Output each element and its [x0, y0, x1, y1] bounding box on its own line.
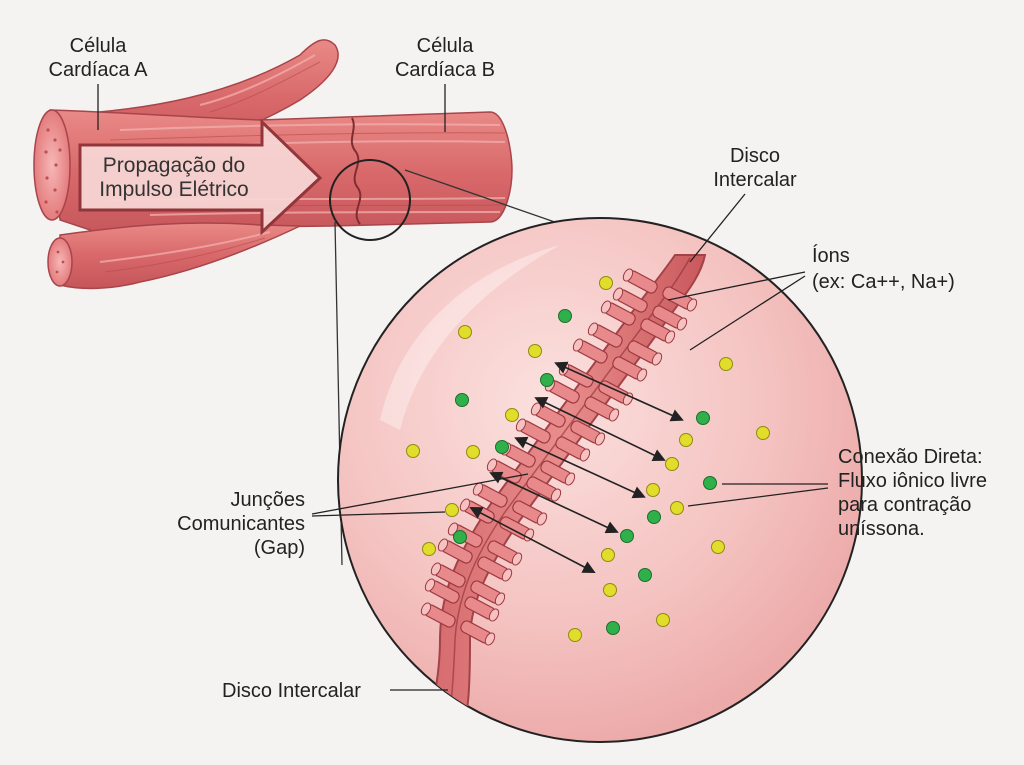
ion-dot-yellow [466, 445, 480, 459]
ion-dot-yellow [665, 457, 679, 471]
gap-junction-connexon [622, 268, 658, 294]
ion-flow-arrows [469, 361, 684, 573]
gap-junction-connexon [572, 338, 608, 364]
gap-junction-connexon [464, 596, 500, 622]
gap-junction-connexon [424, 578, 460, 604]
label-cell-b: Célula Cardíaca B [395, 35, 495, 132]
ion-dot-yellow [445, 503, 459, 517]
gap-junction-connexon [460, 620, 496, 646]
propagation-line-2: Impulso Elétrico [99, 178, 248, 201]
ion-dot-yellow [458, 325, 472, 339]
ion-dot-yellow [505, 408, 519, 422]
ion-dot-yellow [711, 540, 725, 554]
gap-junction-connexon [587, 322, 623, 348]
ion-dot-green [495, 440, 509, 454]
ion-dot-yellow [568, 628, 582, 642]
ions-line-1: Íons [812, 244, 850, 267]
ion-dot-yellow [406, 444, 420, 458]
gap-line-3: (Gap) [254, 537, 305, 559]
ion-dot-yellow [646, 483, 660, 497]
ion-dot-yellow [603, 583, 617, 597]
connection-line-1: Conexão Direta: [838, 446, 983, 468]
ions [406, 276, 770, 642]
ion-dot-green [696, 411, 710, 425]
ion-dot-green [638, 568, 652, 582]
ion-dot-yellow [756, 426, 770, 440]
disc-top-line-2: Intercalar [713, 169, 797, 191]
ion-dot-yellow [528, 344, 542, 358]
cell-b-line-2: Cardíaca B [395, 59, 495, 81]
gap-junction-connexon [430, 562, 466, 588]
ions-line-2: (ex: Ca++, Na+) [812, 271, 955, 293]
connection-line-2: Fluxo iônico livre [838, 470, 987, 492]
gap-junction-connexon [652, 305, 688, 331]
ion-dot-yellow [599, 276, 613, 290]
cell-a-line-2: Cardíaca A [49, 59, 149, 81]
gap-junction-connexon [470, 580, 506, 606]
gap-line-2: Comunicantes [177, 513, 305, 535]
gap-junction-connexon [640, 318, 676, 344]
ion-dot-yellow [670, 501, 684, 515]
connection-line-4: uníssona. [838, 518, 925, 540]
ion-dot-green [606, 621, 620, 635]
connection-line-3: para contração [838, 494, 971, 516]
zoom-circle [329, 159, 411, 241]
ion-dot-green [647, 510, 661, 524]
gap-junction-connexon [612, 287, 648, 313]
ion-dot-green [703, 476, 717, 490]
ion-dot-yellow [656, 613, 670, 627]
ion-dot-yellow [422, 542, 436, 556]
zoom-detail [337, 217, 863, 743]
gap-junction-connexon [600, 300, 636, 326]
label-propagation: Propagação do Impulso Elétrico [99, 154, 248, 201]
label-connection: Conexão Direta: Fluxo iônico livre para … [687, 446, 987, 540]
gap-junction-connexon [420, 602, 456, 628]
ion-dot-green [455, 393, 469, 407]
cell-a-line-1: Célula [70, 35, 128, 57]
gap-junction-connexon [437, 538, 473, 564]
disc-top-line-1: Disco [730, 145, 780, 167]
propagation-line-1: Propagação do [103, 154, 245, 177]
ion-dot-yellow [679, 433, 693, 447]
cell-b-line-1: Célula [417, 35, 475, 57]
label-cell-a: Célula Cardíaca A [49, 35, 149, 130]
ion-dot-green [540, 373, 554, 387]
label-gap-junctions: Junções Comunicantes (Gap) [177, 473, 529, 559]
propagation-arrow [78, 118, 323, 236]
ion-dot-green [620, 529, 634, 543]
ion-dot-yellow [601, 548, 615, 562]
ion-dot-yellow [719, 357, 733, 371]
label-disc-bottom: Disco Intercalar [222, 680, 448, 702]
ion-dot-green [558, 309, 572, 323]
gap-line-1: Junções [231, 489, 306, 511]
label-disc-top: Disco Intercalar [689, 145, 797, 263]
disc-bottom-text: Disco Intercalar [222, 680, 361, 702]
label-ions: Íons (ex: Ca++, Na+) [667, 244, 955, 351]
ion-dot-green [453, 530, 467, 544]
